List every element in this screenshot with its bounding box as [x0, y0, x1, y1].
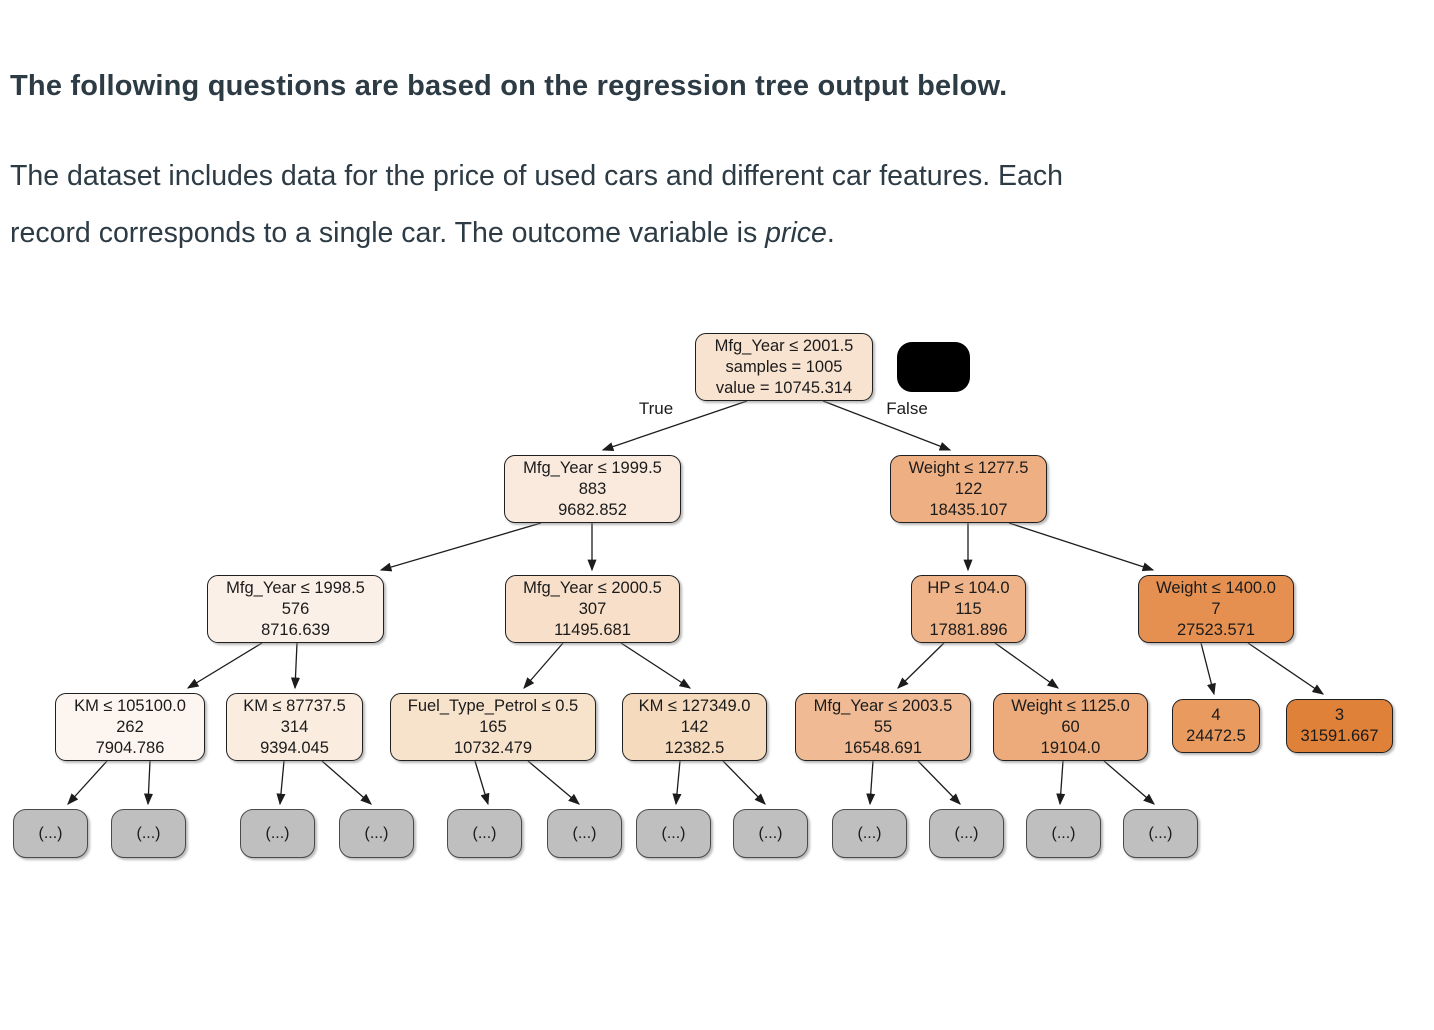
node-value: 19104.0 [1040, 738, 1101, 757]
node-value: 11495.681 [554, 620, 631, 639]
collapsed-subtree-node: (...) [13, 809, 88, 858]
node-value: value = 10745.314 [715, 378, 853, 397]
node-condition: Mfg_Year ≤ 2000.5 [523, 578, 662, 597]
node-condition: Fuel_Type_Petrol ≤ 0.5 [407, 696, 579, 715]
node-condition: Mfg_Year ≤ 2001.5 [714, 336, 854, 355]
collapsed-subtree-node: (...) [240, 809, 315, 858]
tree-node-mfg-year-2003-5: Mfg_Year ≤ 2003.5 55 16548.691 [795, 693, 971, 761]
collapsed-subtree-node: (...) [547, 809, 622, 858]
tree-node-mfg-year-1999-5: Mfg_Year ≤ 1999.5 883 9682.852 [504, 455, 681, 523]
node-value: 10732.479 [454, 738, 532, 757]
node-samples: 3 [1334, 706, 1345, 724]
node-samples: 55 [873, 717, 893, 736]
node-samples: 262 [116, 717, 144, 736]
node-value: 17881.896 [929, 620, 1008, 639]
node-samples: 314 [280, 717, 309, 736]
node-value: 9682.852 [558, 500, 627, 519]
node-value: 31591.667 [1300, 727, 1379, 745]
tree-node-fuel-type-petrol: Fuel_Type_Petrol ≤ 0.5 165 10732.479 [390, 693, 596, 761]
node-condition: Mfg_Year ≤ 1998.5 [226, 578, 365, 597]
tree-node-weight-1400: Weight ≤ 1400.0 7 27523.571 [1138, 575, 1294, 643]
node-condition: KM ≤ 127349.0 [638, 696, 751, 715]
intro-paragraph: The dataset includes data for the price … [10, 148, 1390, 262]
tree-leaf-24472-5: 4 24472.5 [1172, 699, 1260, 753]
node-condition: Weight ≤ 1400.0 [1156, 578, 1276, 597]
redacted-black-box [897, 342, 970, 392]
collapsed-subtree-node: (...) [339, 809, 414, 858]
node-value: 18435.107 [929, 500, 1008, 519]
collapsed-subtree-node: (...) [636, 809, 711, 858]
tree-node-mfg-year-2000-5: Mfg_Year ≤ 2000.5 307 11495.681 [505, 575, 680, 643]
node-samples: samples = 1005 [725, 357, 843, 376]
tree-node-weight-1125: Weight ≤ 1125.0 60 19104.0 [993, 693, 1148, 761]
node-condition: KM ≤ 87737.5 [243, 696, 346, 715]
node-condition: Weight ≤ 1277.5 [908, 458, 1029, 477]
outcome-variable-name: price [765, 217, 827, 249]
node-samples: 307 [578, 599, 607, 618]
node-samples: 142 [680, 717, 709, 736]
tree-node-root: Mfg_Year ≤ 2001.5 samples = 1005 value =… [695, 333, 873, 401]
paragraph-suffix: . [826, 217, 835, 249]
node-value: 16548.691 [844, 738, 922, 757]
false-edge-label: False [886, 399, 928, 418]
tree-node-km-127349: KM ≤ 127349.0 142 12382.5 [622, 693, 767, 761]
node-value: 27523.571 [1177, 620, 1255, 639]
tree-node-hp-104: HP ≤ 104.0 115 17881.896 [911, 575, 1026, 643]
node-samples: 576 [281, 599, 310, 618]
node-samples: 115 [955, 599, 982, 618]
paragraph-line1: The dataset includes data for the price … [10, 160, 1064, 192]
collapsed-subtree-node: (...) [929, 809, 1004, 858]
node-samples: 7 [1211, 599, 1221, 618]
collapsed-subtree-node: (...) [1026, 809, 1101, 858]
tree-leaf-31591-667: 3 31591.667 [1286, 699, 1393, 753]
node-value: 7904.786 [95, 738, 165, 757]
node-condition: HP ≤ 104.0 [927, 578, 1010, 597]
collapsed-subtree-node: (...) [111, 809, 186, 858]
tree-node-mfg-year-1998-5: Mfg_Year ≤ 1998.5 576 8716.639 [207, 575, 384, 643]
node-value: 9394.045 [260, 738, 329, 757]
tree-node-weight-1277-5: Weight ≤ 1277.5 122 18435.107 [890, 455, 1047, 523]
collapsed-subtree-node: (...) [832, 809, 907, 858]
node-condition: Mfg_Year ≤ 1999.5 [523, 458, 662, 477]
collapsed-subtree-node: (...) [1123, 809, 1198, 858]
node-value: 24472.5 [1186, 727, 1246, 745]
page-title: The following questions are based on the… [10, 70, 1008, 102]
node-condition: Mfg_Year ≤ 2003.5 [813, 696, 953, 715]
node-condition: Weight ≤ 1125.0 [1011, 696, 1130, 715]
tree-node-km-87737-5: KM ≤ 87737.5 314 9394.045 [226, 693, 363, 761]
paragraph-line2: record corresponds to a single car. The … [10, 217, 766, 249]
true-edge-label: True [638, 399, 674, 418]
node-value: 12382.5 [664, 738, 725, 757]
node-condition: KM ≤ 105100.0 [74, 696, 186, 715]
tree-node-km-105100: KM ≤ 105100.0 262 7904.786 [55, 693, 205, 761]
collapsed-subtree-node: (...) [447, 809, 522, 858]
node-samples: 165 [479, 717, 507, 736]
node-samples: 122 [954, 479, 983, 498]
node-samples: 60 [1061, 717, 1080, 736]
node-samples: 883 [578, 479, 607, 498]
node-samples: 4 [1211, 706, 1221, 724]
collapsed-subtree-node: (...) [733, 809, 808, 858]
node-value: 8716.639 [261, 620, 330, 639]
